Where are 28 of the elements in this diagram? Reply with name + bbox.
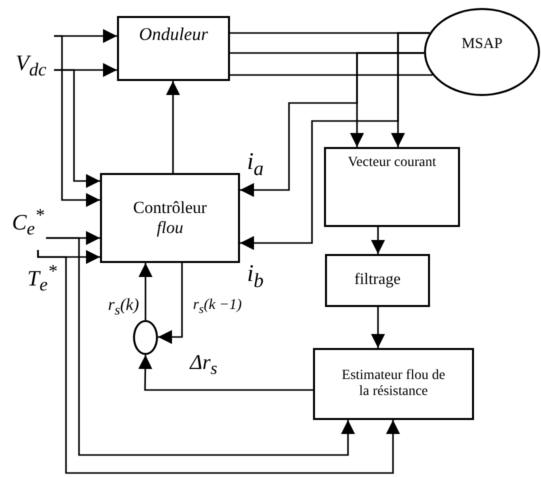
summing-junction	[133, 320, 158, 355]
block-label: flou	[156, 218, 184, 238]
arrow	[166, 81, 180, 173]
arrow	[158, 263, 183, 344]
arrow	[138, 263, 152, 320]
block-label: MSAP	[462, 36, 502, 54]
block-label: Onduleur	[139, 24, 208, 45]
process-box	[313, 348, 474, 420]
arrow	[138, 354, 313, 391]
edge-label: r$_{s}$(k −1)	[193, 298, 242, 316]
arrow	[240, 52, 424, 197]
block-label: Estimateur flou de la résistance	[340, 368, 446, 400]
arrow	[46, 237, 355, 456]
arrow	[371, 307, 385, 348]
process-box	[325, 254, 430, 307]
arrow	[37, 250, 400, 474]
arrow	[240, 32, 430, 250]
process-box	[324, 147, 460, 227]
block-label: Vecteur courant	[348, 155, 436, 172]
block-label: Contrôleur	[133, 198, 207, 218]
block-label: filtrage	[354, 271, 401, 290]
arrow	[371, 227, 385, 254]
arrow	[54, 35, 100, 207]
process-box	[100, 173, 240, 263]
signal-label: V$_{dc}$	[8, 30, 54, 80]
process-box	[117, 16, 230, 81]
edge-label: r$_{s}$(k)	[108, 296, 140, 318]
arrow	[54, 69, 100, 188]
